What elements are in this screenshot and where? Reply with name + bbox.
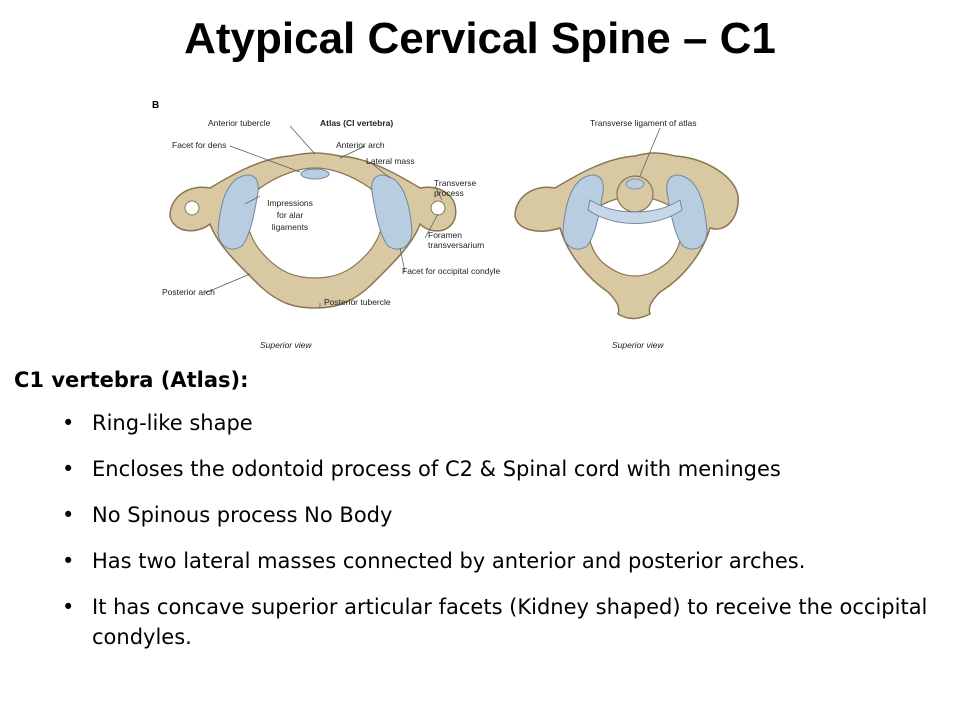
bullet-text: Ring-like shape (92, 411, 253, 435)
label-posterior-tubercle: Posterior tubercle (324, 297, 391, 307)
label-right-view: Superior view (612, 340, 664, 350)
bullet-dot: • (62, 411, 75, 435)
bullet-list: • Ring-like shape • Encloses the odontoid … (62, 408, 952, 668)
label-atlas: Atlas (CI vertebra) (320, 118, 393, 128)
bullet-dot: • (62, 457, 75, 481)
left-leader-lines (204, 125, 443, 308)
bullet-item: • No Spinous process No Body (62, 500, 952, 530)
bullet-text: No Spinous process No Body (92, 503, 393, 527)
section-subtitle: C1 vertebra (Atlas): (14, 368, 249, 392)
label-lateral-mass: Lateral mass (366, 156, 415, 166)
label-foramen-1: Foramen (428, 230, 462, 240)
label-foramen-2: transversarium (428, 240, 484, 250)
label-anterior-arch: Anterior arch (336, 140, 385, 150)
label-impressions-3: ligaments (272, 222, 308, 232)
bullet-text: Has two lateral masses connected by ante… (92, 549, 806, 573)
label-left-view: Superior view (260, 340, 312, 350)
right-leader-line (639, 127, 661, 177)
bullet-dot: • (62, 549, 75, 573)
slide-title: Atypical Cervical Spine – C1 (184, 14, 776, 63)
bullet-item: • Ring-like shape (62, 408, 952, 438)
label-facet-for-dens: Facet for dens (172, 140, 226, 150)
bullet-text: Encloses the odontoid process of C2 & Sp… (92, 457, 781, 481)
left-labels: Anterior tubercle Atlas (CI vertebra) Fa… (162, 118, 501, 350)
atlas-right-illustration (514, 152, 739, 320)
bullet-item: • Encloses the odontoid process of C2 & S… (62, 454, 952, 484)
panel-letter: B (152, 100, 159, 111)
bullet-dot: • (62, 595, 75, 619)
label-impressions-1: Impressions (267, 198, 313, 208)
bullet-text: It has concave superior articular facets… (92, 595, 928, 649)
atlas-figure: B Anterior tubercle Atlas (CI vertebra) … (152, 100, 739, 350)
label-anterior-tubercle: Anterior tubercle (208, 118, 271, 128)
label-posterior-arch: Posterior arch (162, 287, 215, 297)
label-facet-occipital: Facet for occipital condyle (402, 266, 501, 276)
label-transverse-process-2: process (434, 188, 464, 198)
label-transverse-ligament: Transverse ligament of atlas (590, 118, 696, 128)
bullet-dot: • (62, 503, 75, 527)
bullet-item: • Has two lateral masses connected by ant… (62, 546, 952, 576)
bullet-item: • It has concave superior articular facet… (62, 592, 952, 652)
label-transverse-process-1: Transverse (434, 178, 476, 188)
atlas-left-illustration (169, 152, 457, 309)
label-impressions-2: for alar (277, 210, 304, 220)
